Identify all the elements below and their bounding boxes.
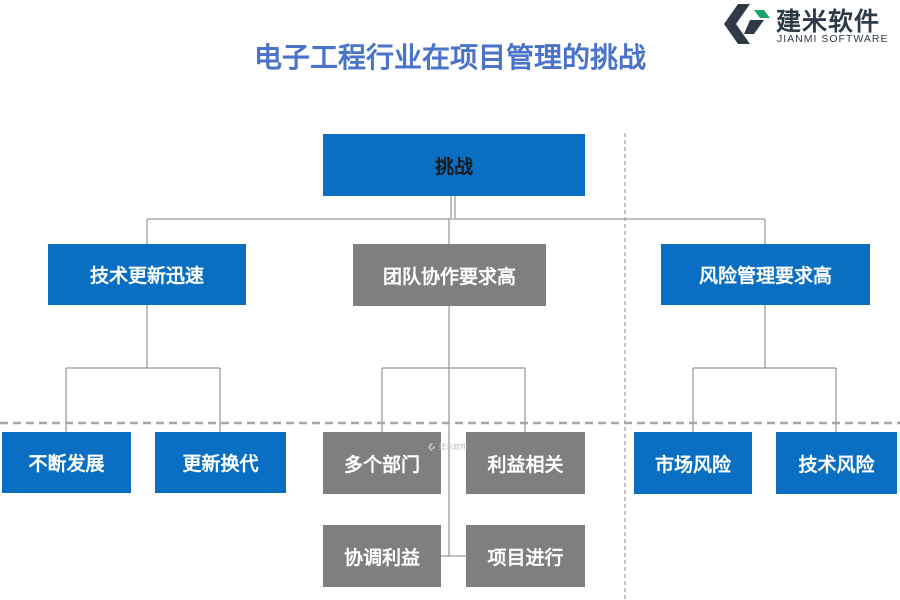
- page-title: 电子工程行业在项目管理的挑战: [253, 41, 646, 74]
- watermark: 建米软件: [428, 440, 480, 454]
- category-node-risk-management: 风险管理要求高: [661, 244, 870, 305]
- root-node: 挑战: [323, 134, 585, 196]
- logo-name-en: JIANMI SOFTWARE: [777, 33, 889, 45]
- category-node-tech-update: 技术更新迅速: [48, 244, 246, 305]
- leaf-node-technical-risk: 技术风险: [776, 432, 897, 494]
- watermark-text: 建米软件: [439, 443, 467, 451]
- leaf-node-continuous-development: 不断发展: [2, 432, 131, 493]
- leaf-node-coordinate-interests: 协调利益: [323, 525, 441, 587]
- leaf-node-project-progress: 项目进行: [466, 525, 585, 587]
- category-node-team-collaboration: 团队协作要求高: [353, 244, 546, 306]
- logo-name-cn: 建米软件: [776, 7, 881, 36]
- leaf-node-multiple-departments: 多个部门: [323, 432, 441, 494]
- leaf-node-stakeholders: 利益相关: [466, 432, 585, 494]
- leaf-node-market-risk: 市场风险: [634, 432, 752, 494]
- brand-logo: 建米软件 JIANMI SOFTWARE: [724, 2, 900, 46]
- watermark-logo-icon: [428, 443, 436, 451]
- logo-mark-icon: [724, 4, 770, 44]
- leaf-node-upgrade-replacement: 更新换代: [155, 432, 286, 493]
